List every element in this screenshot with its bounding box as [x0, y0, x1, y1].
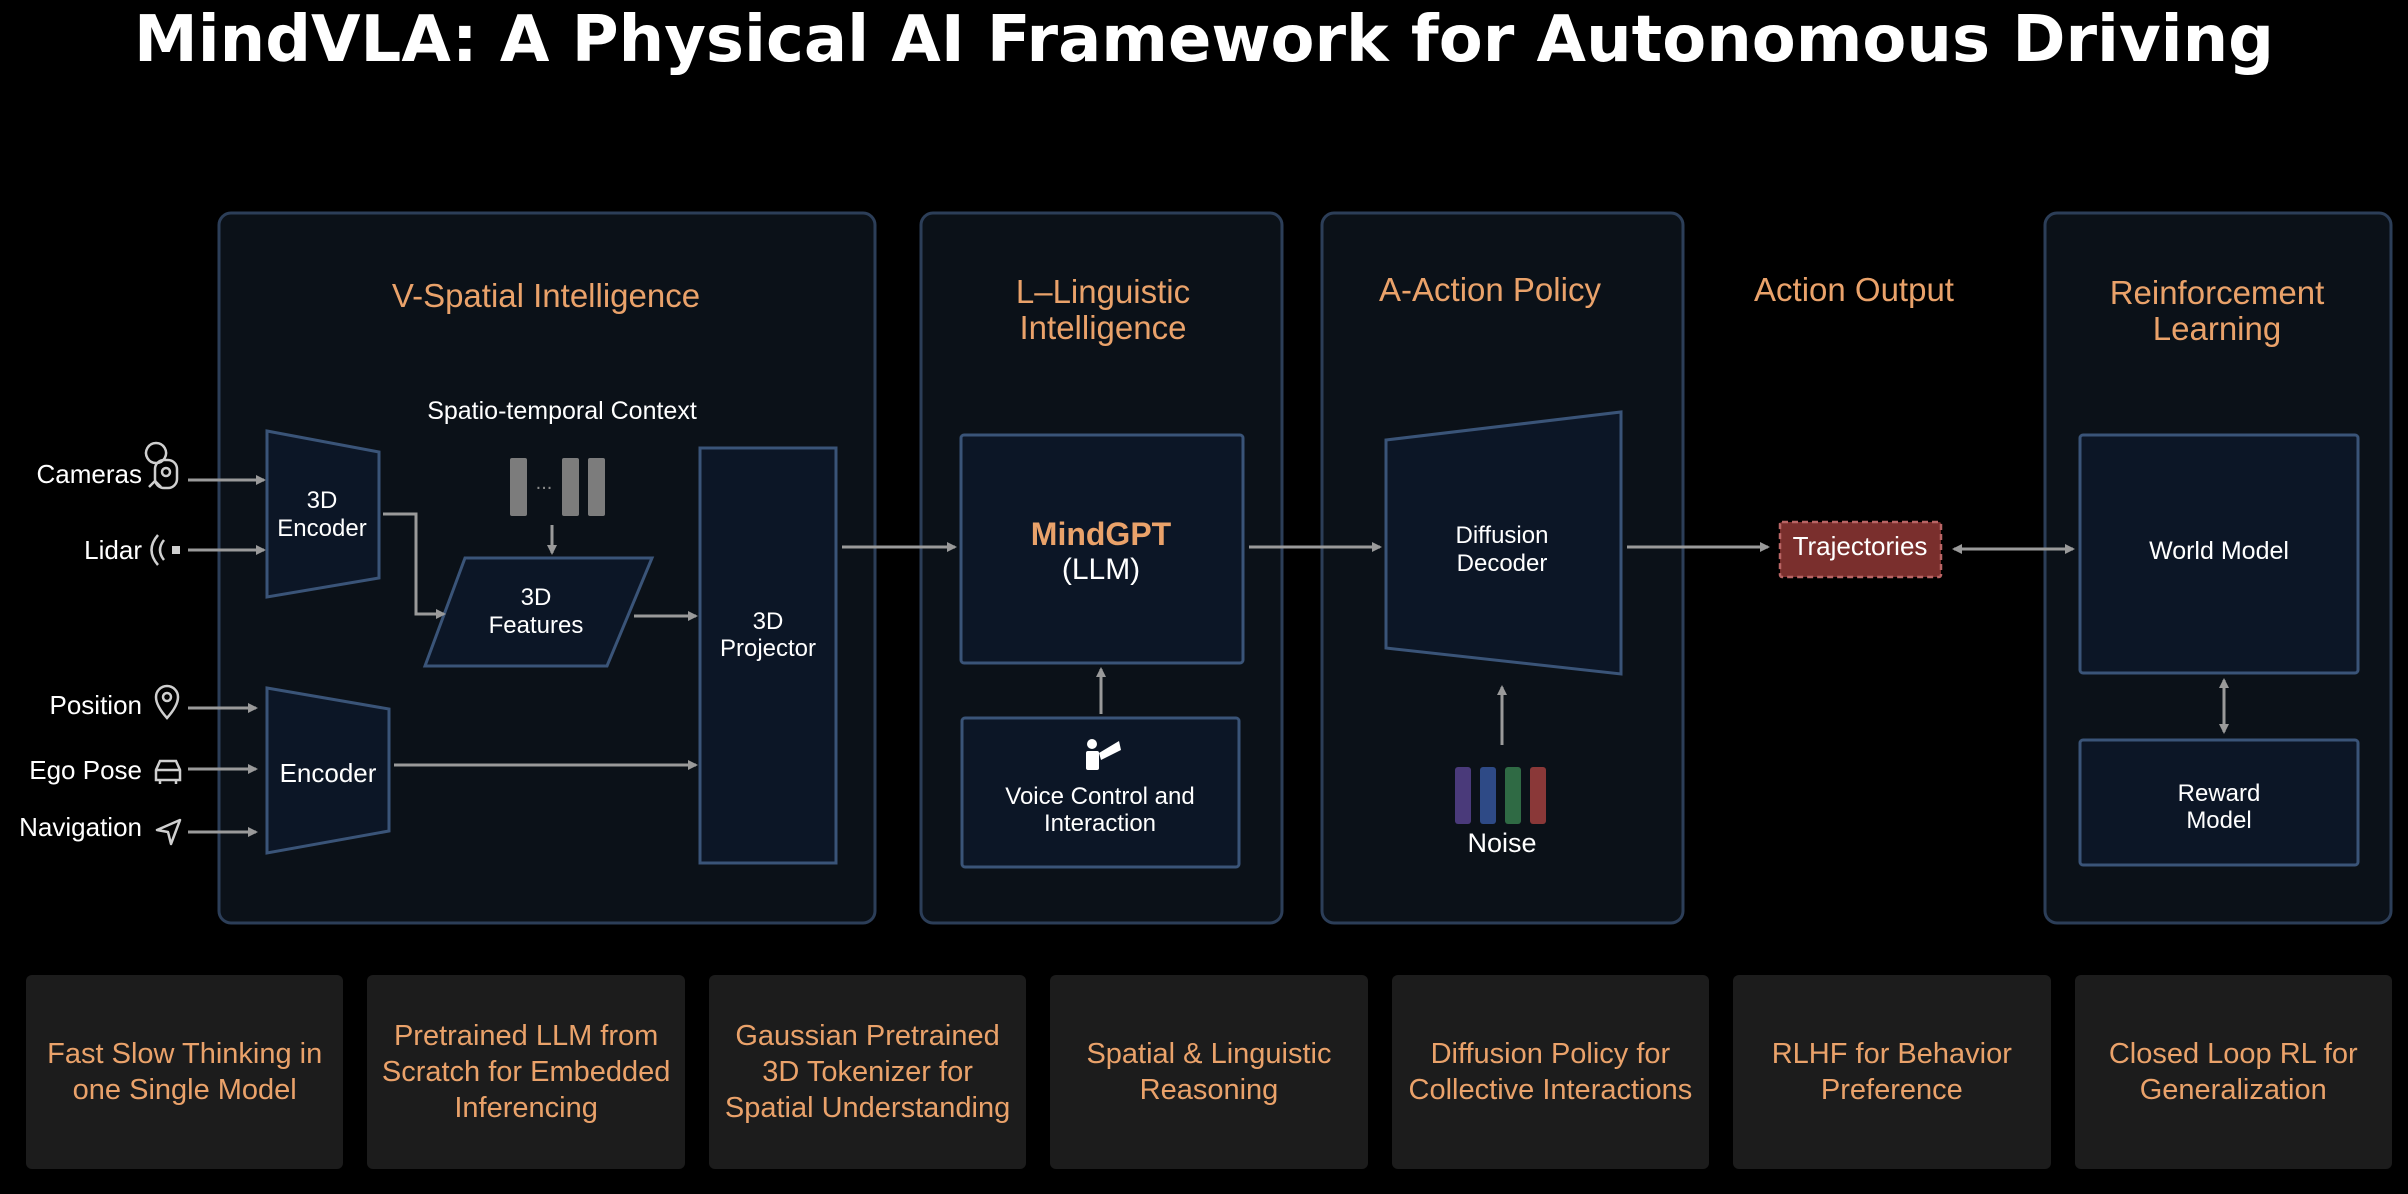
- trajectories-label: Trajectories: [1793, 531, 1928, 561]
- noise-bar: [1505, 767, 1521, 824]
- capability-card: Gaussian Pretrained 3D Tokenizer for Spa…: [708, 975, 1027, 1169]
- capability-card: RLHF for Behavior Preference: [1733, 975, 2051, 1169]
- context-label: Spatio-temporal Context: [427, 397, 697, 425]
- noise-label: Noise: [1467, 828, 1536, 858]
- section-title-spatial: V-Spatial Intelligence: [392, 277, 700, 314]
- capability-card: Diffusion Policy for Collective Interact…: [1391, 975, 1710, 1169]
- encoder-3d-label-2: Encoder: [277, 515, 366, 542]
- projector-3d-block: [698, 446, 838, 865]
- encoder-label: Encoder: [280, 758, 377, 788]
- location-pin-icon: [154, 684, 180, 720]
- arrow-encoder3d-to-features: [383, 512, 446, 619]
- section-title-action-policy: A-Action Policy: [1379, 271, 1601, 308]
- noise-bar: [1480, 767, 1496, 824]
- input-ego-pose-label: Ego Pose: [29, 755, 142, 785]
- features-3d-label-1: 3D: [521, 584, 552, 611]
- page-title: MindVLA: A Physical AI Framework for Aut…: [134, 3, 2274, 77]
- context-frame-3: [588, 458, 605, 516]
- capability-cards: Fast Slow Thinking in one Single Model P…: [26, 975, 2392, 1169]
- input-position-label: Position: [50, 690, 143, 720]
- mindgpt-block: [959, 433, 1245, 665]
- section-title-rl-2: Learning: [2153, 310, 2281, 347]
- world-model-label: World Model: [2149, 537, 2289, 565]
- noise-bars: [1455, 767, 1546, 824]
- voice-control-label-2: Interaction: [1044, 810, 1156, 837]
- section-title-rl-1: Reinforcement: [2110, 274, 2325, 311]
- encoder-block: [265, 686, 391, 855]
- features-3d-block: [422, 556, 655, 668]
- projector-3d-label-2: Projector: [720, 635, 816, 662]
- noise-bar: [1530, 767, 1546, 824]
- projector-3d-label-1: 3D: [753, 608, 784, 635]
- world-model-block: [2078, 433, 2360, 675]
- reward-model-label-1: Reward: [2178, 780, 2261, 807]
- context-frame-1: [510, 458, 527, 516]
- section-title-action-output: Action Output: [1754, 271, 1954, 308]
- capability-card: Pretrained LLM from Scratch for Embedded…: [367, 975, 685, 1169]
- trajectories-block: [1778, 520, 1943, 579]
- reward-model-block: [2078, 738, 2360, 867]
- voice-control-block: [960, 716, 1241, 869]
- context-frame-2: [562, 458, 579, 516]
- encoder-3d-label-1: 3D: [307, 487, 338, 514]
- capability-card: Fast Slow Thinking in one Single Model: [26, 975, 344, 1169]
- diffusion-decoder-block: [1384, 410, 1623, 676]
- lidar-icon-dot: [172, 546, 180, 554]
- section-title-linguistic-1: L–Linguistic: [1016, 273, 1190, 310]
- architecture-diagram: V-Spatial Intelligence L–Linguistic Inte…: [19, 211, 2393, 925]
- reward-model-label-2: Model: [2186, 807, 2251, 834]
- speaker-person-icon: [1086, 739, 1121, 770]
- voice-control-label-1: Voice Control and: [1005, 783, 1194, 810]
- section-title-linguistic-2: Intelligence: [1020, 309, 1187, 346]
- mindgpt-sublabel: (LLM): [1062, 553, 1140, 586]
- features-3d-label-2: Features: [489, 612, 584, 639]
- camera-icon: [144, 441, 179, 490]
- input-navigation-label: Navigation: [19, 812, 142, 842]
- input-cameras-label: Cameras: [37, 459, 142, 489]
- capability-card: Spatial & Linguistic Reasoning: [1050, 975, 1368, 1169]
- car-icon: [154, 759, 182, 784]
- encoder-3d-block: [265, 429, 381, 599]
- lidar-icon: [150, 534, 166, 566]
- mindgpt-label: MindGPT: [1031, 516, 1172, 552]
- navigation-arrow-icon: [155, 818, 182, 846]
- diffusion-label-2: Decoder: [1457, 550, 1548, 577]
- diffusion-label-1: Diffusion: [1456, 522, 1549, 549]
- input-lidar-label: Lidar: [84, 535, 142, 565]
- capability-card: Closed Loop RL for Generalization: [2074, 975, 2392, 1169]
- noise-bar: [1455, 767, 1471, 824]
- context-dots: ...: [536, 472, 553, 494]
